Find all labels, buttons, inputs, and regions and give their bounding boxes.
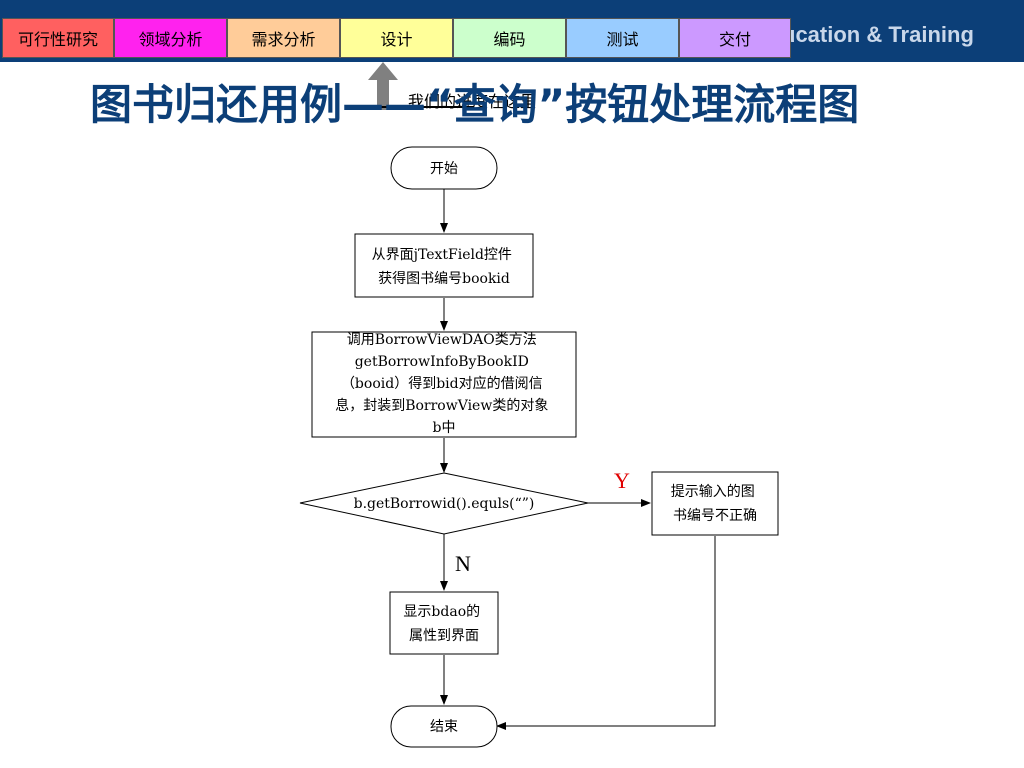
step-get-borrow-info	[311, 331, 577, 438]
no-label: N	[455, 551, 471, 576]
tab-domain-analysis[interactable]: 领域分析	[114, 18, 227, 58]
brand-text: ucation & Training	[782, 22, 974, 47]
tab-coding[interactable]: 编码	[453, 18, 566, 58]
progress-pointer-line	[378, 106, 474, 108]
page-title: 图书归还用例——“查询”按钮处理流程图	[90, 80, 860, 129]
action-show-bdao-text: 显示bdao的 属性到界面	[403, 604, 484, 644]
end-terminator	[390, 705, 498, 748]
tab-delivery[interactable]: 交付	[679, 18, 791, 58]
end-label: 结束	[430, 719, 458, 735]
tab-requirements-analysis[interactable]: 需求分析	[227, 18, 340, 58]
action-show-bdao	[389, 591, 499, 655]
step-get-borrow-info-text: 调用BorrowViewDAO类方法 getBorrowInfoByBookID…	[335, 332, 553, 436]
progress-note: 我们的进度在这里	[408, 92, 537, 111]
tab-design[interactable]: 设计	[340, 18, 453, 58]
decision-borrowid-empty	[299, 472, 589, 535]
action-invalid-bookid	[651, 471, 779, 536]
connector-yes-end	[496, 536, 716, 730]
action-invalid-bookid-text: 提示输入的图 书编号不正确	[671, 484, 759, 524]
tab-testing[interactable]: 测试	[566, 18, 679, 58]
step-get-bookid	[354, 233, 534, 298]
step-get-bookid-text: 从界面jTextField控件 获得图书编号bookid	[372, 247, 517, 287]
start-label: 开始	[430, 161, 458, 177]
decision-label: b.getBorrowid().equls(“”)	[354, 496, 535, 512]
yes-label: Y	[614, 468, 630, 493]
progress-arrow-icon	[368, 62, 398, 110]
process-stage-tabs: 可行性研究 领域分析 需求分析 设计 编码 测试 交付	[2, 18, 791, 58]
start-terminator	[390, 146, 498, 190]
tab-feasibility-study[interactable]: 可行性研究	[2, 18, 114, 58]
